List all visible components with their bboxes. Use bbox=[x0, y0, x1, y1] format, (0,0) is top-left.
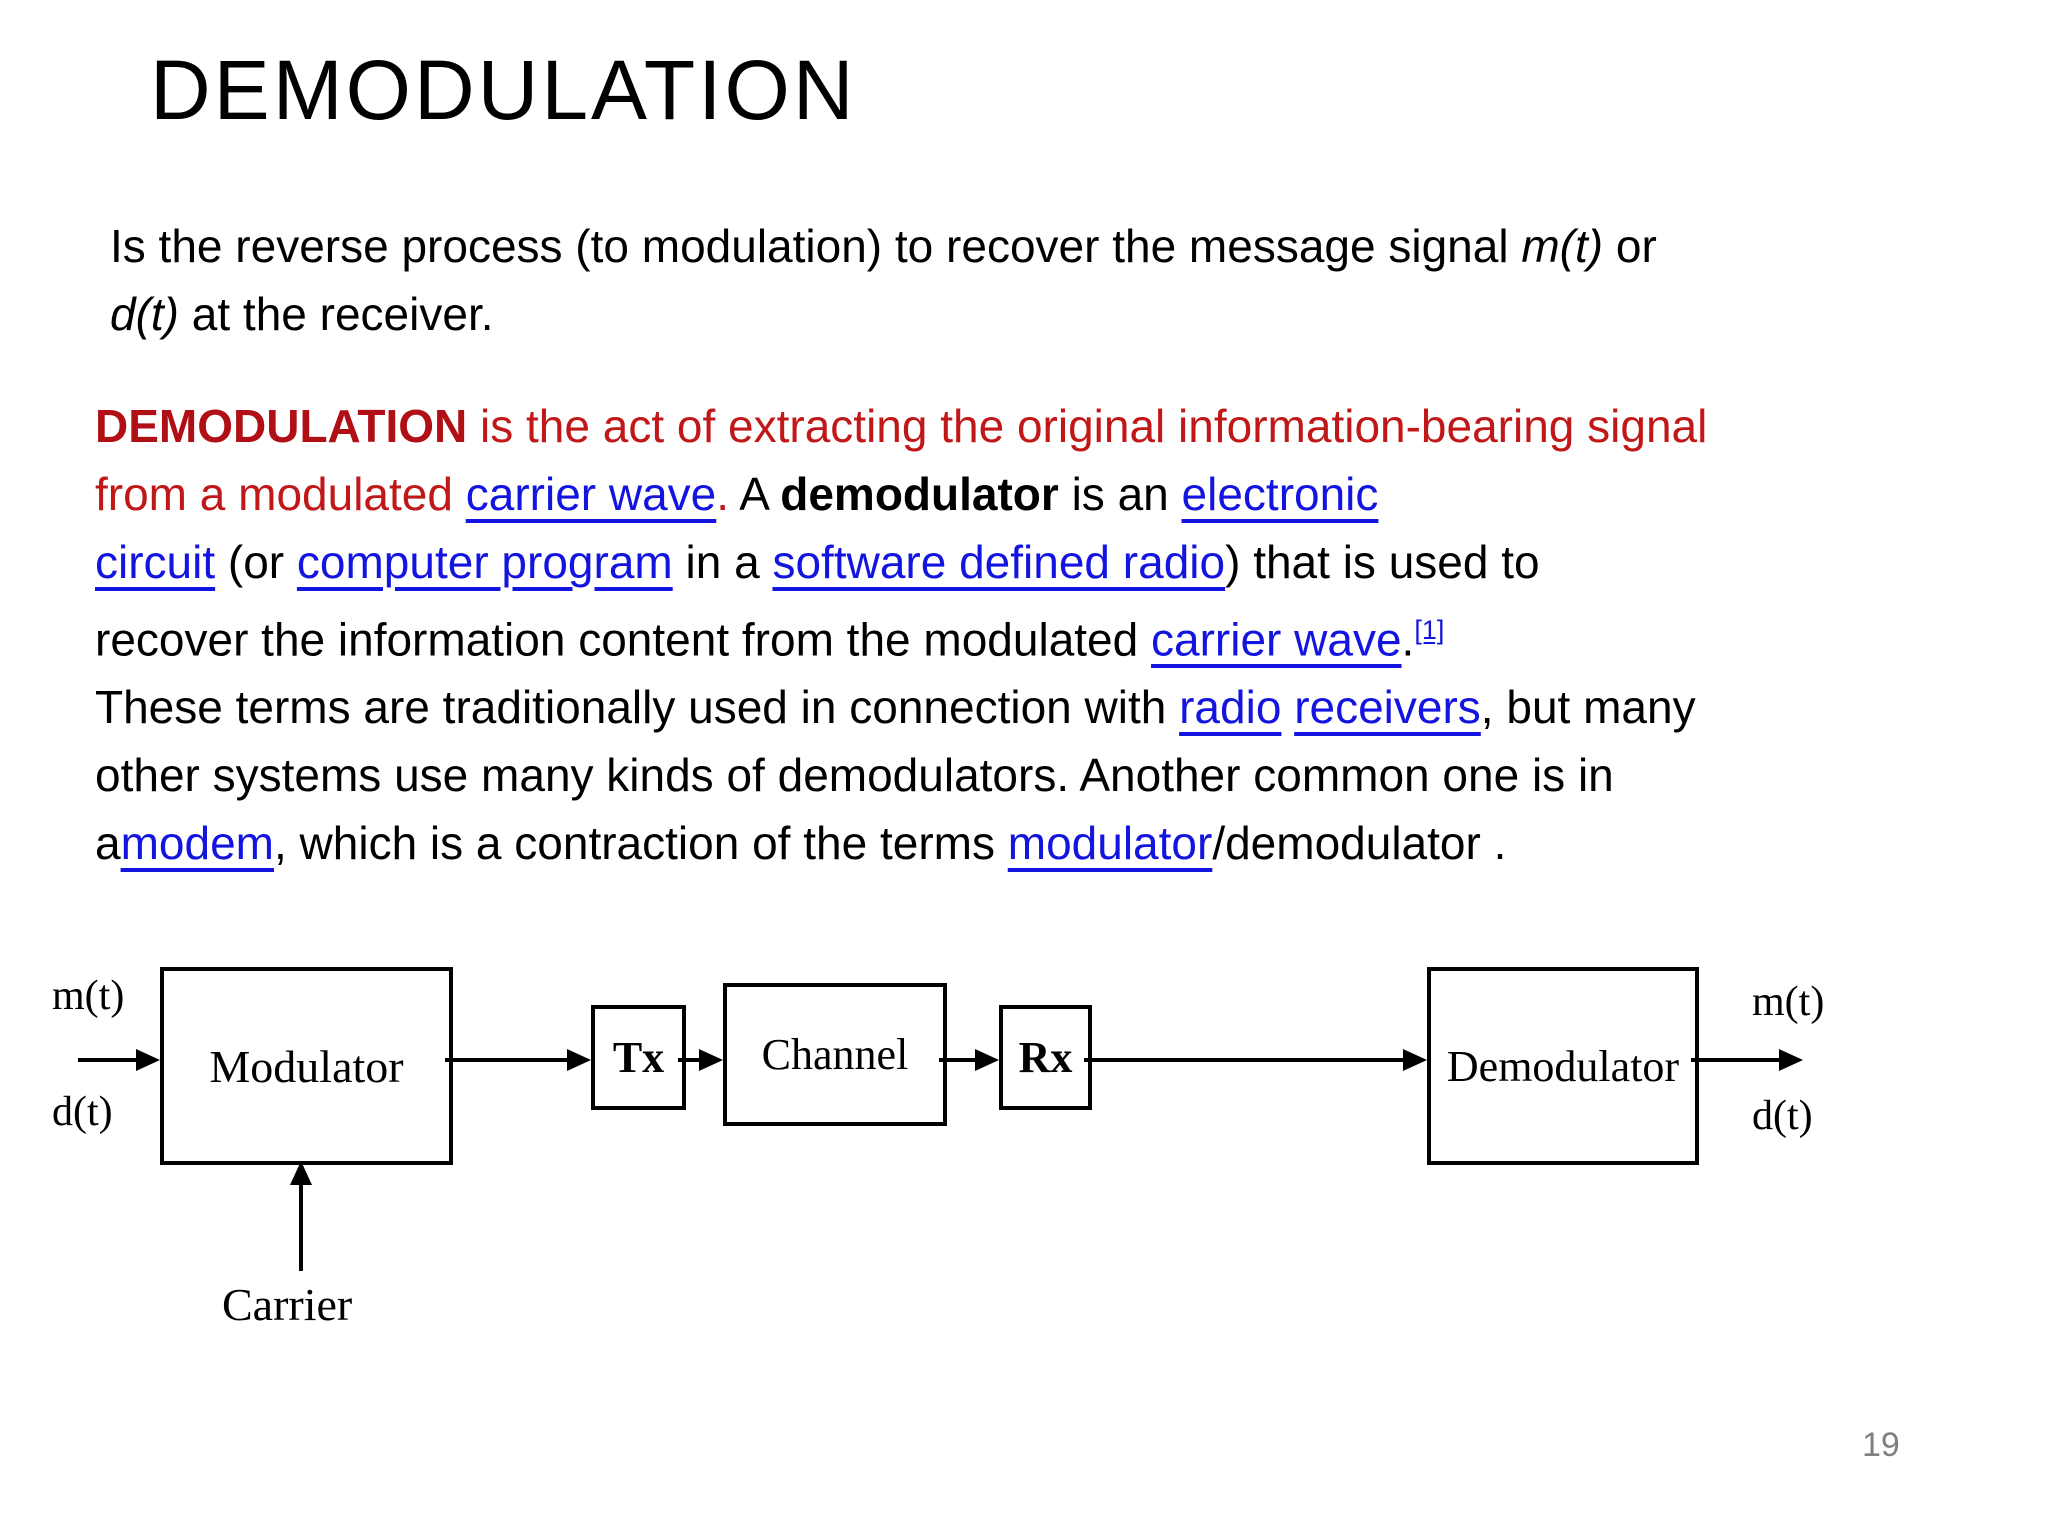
arrow-tx-to-channel bbox=[678, 1058, 701, 1062]
diagram-block-modulator: Modulator bbox=[160, 967, 453, 1165]
diagram-input-label-dt: d(t) bbox=[52, 1089, 113, 1135]
text-segment: recover the information content from the… bbox=[95, 613, 1152, 666]
text-line: d(t) at the receiver. bbox=[110, 280, 1960, 348]
text-segment: A bbox=[739, 468, 781, 520]
text-line: recover the information content from the… bbox=[95, 596, 2015, 673]
text-segment: , which is a contraction of the terms bbox=[273, 817, 1008, 870]
text-segment: in a bbox=[672, 536, 773, 588]
arrow-modulator-to-tx bbox=[445, 1058, 569, 1062]
diagram-block-channel: Channel bbox=[723, 983, 947, 1126]
hyperlink[interactable]: software defined radio bbox=[772, 536, 1226, 588]
hyperlink[interactable]: receivers bbox=[1294, 681, 1481, 734]
hyperlink[interactable]: circuit bbox=[95, 536, 216, 588]
text-segment: is an bbox=[1058, 468, 1182, 520]
hyperlink[interactable]: modulator bbox=[1007, 817, 1213, 870]
text-segment bbox=[1281, 681, 1294, 733]
text-line: DEMODULATION is the act of extracting th… bbox=[95, 392, 2015, 460]
text-segment: m(t) bbox=[1521, 220, 1604, 272]
diagram-block-label: Rx bbox=[1018, 1033, 1073, 1082]
arrowhead-icon bbox=[136, 1049, 160, 1071]
hyperlink[interactable]: carrier wave bbox=[465, 468, 717, 520]
diagram-block-label: Demodulator bbox=[1446, 1041, 1680, 1091]
diagram-block-label: Modulator bbox=[209, 1040, 404, 1092]
text-line: circuit (or computer program in a softwa… bbox=[95, 528, 2015, 596]
diagram-input-label-mt: m(t) bbox=[52, 973, 125, 1019]
hyperlink[interactable]: carrier wave bbox=[1151, 613, 1402, 666]
diagram-block-label: Tx bbox=[612, 1033, 665, 1082]
arrow-carrier-to-modulator bbox=[299, 1183, 303, 1271]
text-line: other systems use many kinds of demodula… bbox=[95, 741, 2015, 809]
arrowhead-icon bbox=[1403, 1049, 1427, 1071]
text-line: These terms are traditionally used in co… bbox=[95, 673, 2015, 741]
text-segment: Is the reverse process (to modulation) t… bbox=[110, 220, 1522, 272]
arrowhead-icon bbox=[1779, 1049, 1803, 1071]
text-segment: at the receiver. bbox=[179, 288, 494, 340]
hyperlink[interactable]: [1] bbox=[1414, 615, 1445, 645]
text-line: from a modulated carrier wave. A demodul… bbox=[95, 460, 2015, 528]
arrowhead-up-icon bbox=[290, 1161, 312, 1185]
diagram-output-label-mt: m(t) bbox=[1752, 979, 1825, 1025]
text-segment: other systems use many kinds of demodula… bbox=[95, 749, 1614, 802]
text-line: amodem, which is a contraction of the te… bbox=[95, 809, 2015, 877]
text-segment: or bbox=[1603, 220, 1657, 272]
arrowhead-icon bbox=[975, 1049, 999, 1071]
text-segment: . bbox=[1401, 613, 1415, 666]
text-line: Is the reverse process (to modulation) t… bbox=[110, 212, 1960, 280]
arrowhead-icon bbox=[567, 1049, 591, 1071]
text-segment: d(t) bbox=[110, 288, 179, 340]
text-segment: /demodulator . bbox=[1212, 817, 1507, 870]
text-segment: is the act of extracting the original in… bbox=[467, 400, 1708, 452]
intro-paragraph: Is the reverse process (to modulation) t… bbox=[110, 212, 1960, 348]
hyperlink[interactable]: electronic bbox=[1181, 468, 1379, 520]
slide-title: DEMODULATION bbox=[150, 43, 857, 137]
hyperlink[interactable]: computer program bbox=[296, 536, 673, 588]
diagram-block-label: Channel bbox=[761, 1030, 909, 1079]
arrow-input-to-modulator bbox=[78, 1058, 138, 1062]
text-segment: demodulator bbox=[780, 468, 1059, 520]
text-segment: . bbox=[716, 468, 740, 520]
text-segment: , but many bbox=[1480, 681, 1696, 734]
hyperlink[interactable]: modem bbox=[120, 817, 274, 870]
arrow-rx-to-demodulator bbox=[1084, 1058, 1405, 1062]
arrow-channel-to-rx bbox=[939, 1058, 977, 1062]
diagram-output-label-dt: d(t) bbox=[1752, 1093, 1813, 1139]
arrowhead-icon bbox=[699, 1049, 723, 1071]
definition-paragraph: DEMODULATION is the act of extracting th… bbox=[95, 392, 2015, 877]
text-segment: DEMODULATION bbox=[95, 400, 468, 452]
diagram-block-rx: Rx bbox=[999, 1005, 1092, 1110]
diagram-block-demodulator: Demodulator bbox=[1427, 967, 1699, 1165]
text-segment: ) that is used to bbox=[1225, 536, 1540, 588]
diagram-block-tx: Tx bbox=[591, 1005, 686, 1110]
text-segment: These terms are traditionally used in co… bbox=[95, 681, 1180, 734]
diagram-carrier-label: Carrier bbox=[222, 1279, 353, 1330]
text-segment: a bbox=[95, 817, 121, 870]
text-segment: (or bbox=[215, 536, 297, 588]
arrow-demodulator-to-output bbox=[1691, 1058, 1781, 1062]
hyperlink[interactable]: radio bbox=[1179, 681, 1282, 734]
text-segment: from a modulated bbox=[95, 468, 466, 520]
page-number: 19 bbox=[1862, 1426, 1900, 1464]
